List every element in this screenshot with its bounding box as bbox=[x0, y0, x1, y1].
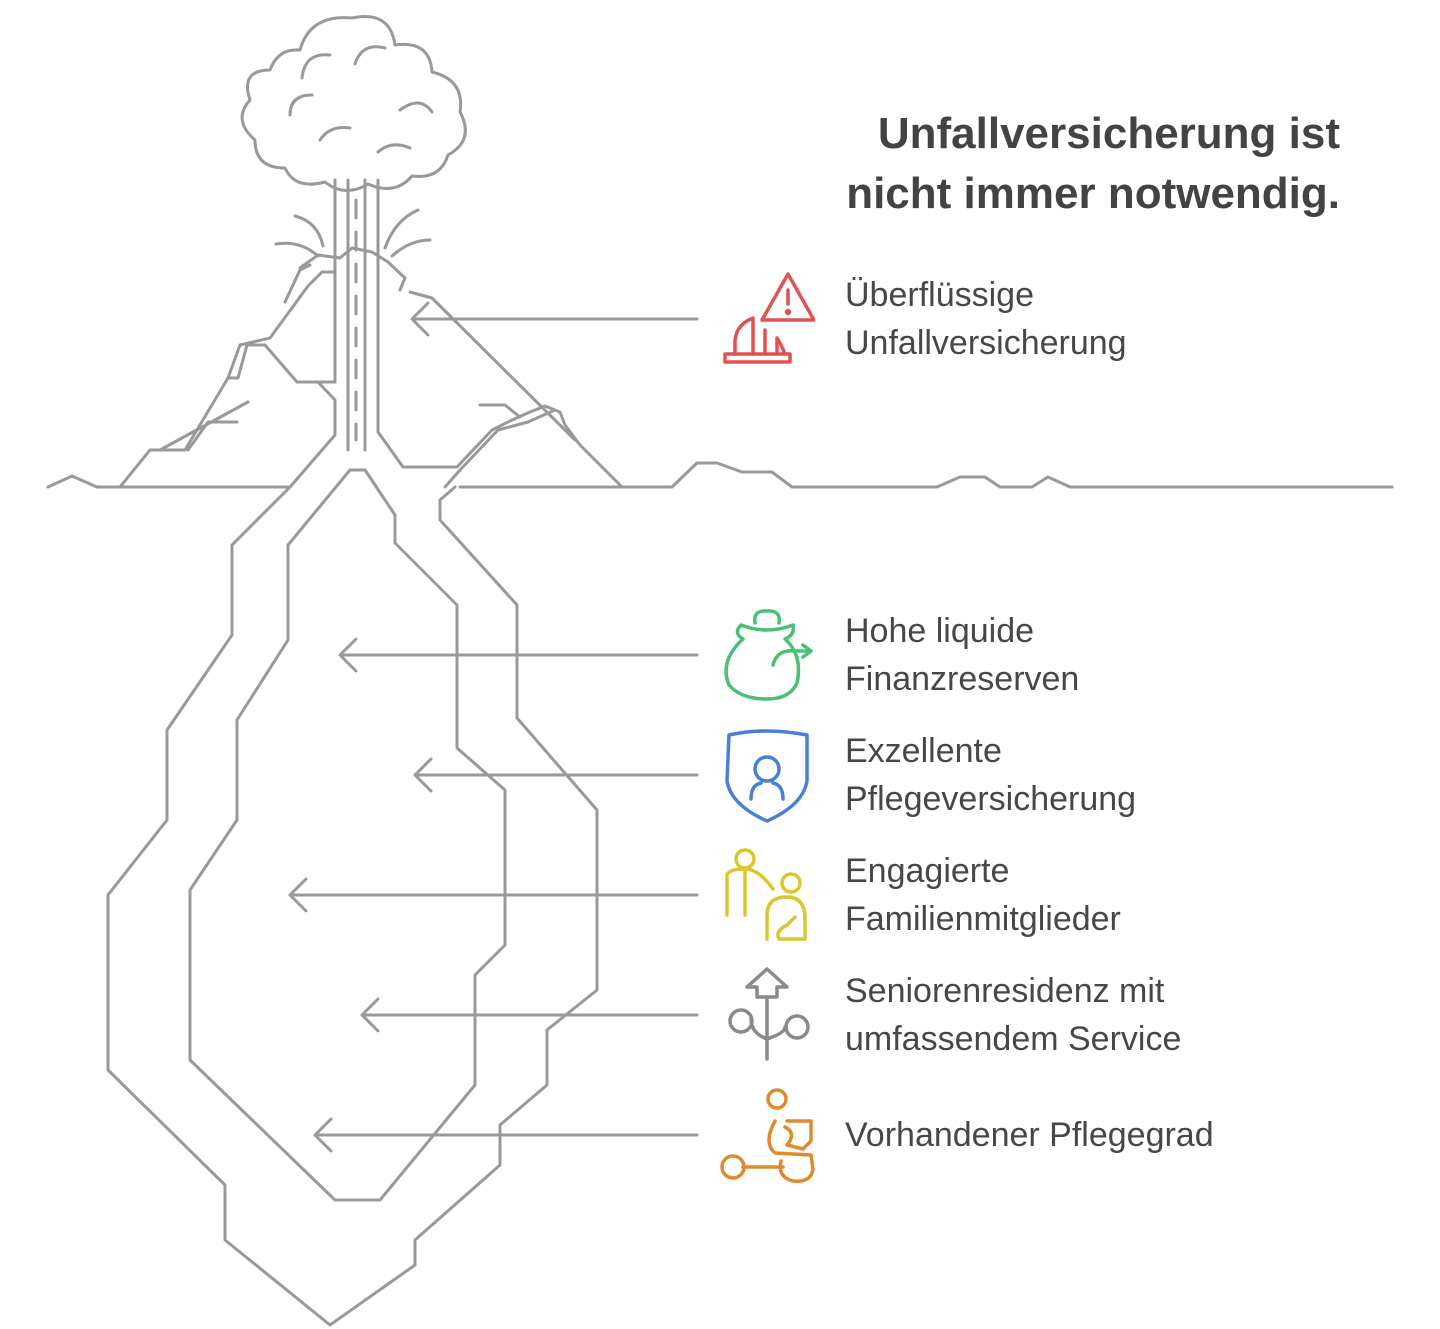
iceberg-inner bbox=[188, 468, 507, 1202]
label-finanzreserven: Hohe liquide Finanzreserven bbox=[845, 607, 1079, 703]
title-line-1: Unfallversicherung ist bbox=[877, 109, 1340, 158]
item-2-line-1: Hohe liquide bbox=[845, 612, 1035, 650]
iceberg-outer bbox=[106, 485, 599, 1327]
volcano-right-slope bbox=[376, 270, 624, 489]
page-title: Unfallversicherung ist nicht immer notwe… bbox=[846, 104, 1340, 224]
splash-right bbox=[383, 208, 432, 258]
wheelchair-icon bbox=[720, 1088, 815, 1183]
arrow-2 bbox=[338, 637, 699, 673]
label-pflegeversicherung: Exzellente Pflegeversicherung bbox=[845, 727, 1136, 823]
volcano-left-slope bbox=[118, 343, 337, 489]
label-pflegegrad: Vorhandener Pflegegrad bbox=[845, 1111, 1214, 1159]
arrows bbox=[288, 301, 699, 1153]
title-line-2: nicht immer notwendig. bbox=[846, 169, 1340, 218]
lava-vent bbox=[333, 178, 380, 452]
volcano-right-mini-slope bbox=[443, 408, 557, 489]
label-familienmitglieder: Engagierte Familienmitglieder bbox=[845, 847, 1121, 943]
smoke-inner bbox=[288, 45, 434, 154]
home-branches-icon bbox=[728, 967, 810, 1061]
arrow-3 bbox=[413, 757, 699, 793]
item-2-line-2: Finanzreserven bbox=[845, 660, 1080, 698]
warning-building-icon bbox=[723, 272, 815, 364]
item-4-line-1: Engagierte bbox=[845, 852, 1010, 890]
family-care-icon bbox=[725, 848, 807, 941]
item-1-line-1: Überflüssige bbox=[845, 276, 1034, 314]
splash-left bbox=[274, 214, 325, 258]
arrow-1 bbox=[410, 301, 699, 337]
label-unfallversicherung: Überflüssige Unfallversicherung bbox=[845, 271, 1127, 367]
vent-cap bbox=[298, 246, 407, 292]
smoke-cloud bbox=[240, 15, 467, 192]
ground-line bbox=[46, 461, 1394, 489]
item-3-line-1: Exzellente bbox=[845, 732, 1002, 770]
item-3-line-2: Pflegeversicherung bbox=[845, 780, 1137, 818]
item-4-line-2: Familienmitglieder bbox=[845, 900, 1121, 938]
label-seniorenresidenz: Seniorenresidenz mit umfassendem Service bbox=[845, 967, 1181, 1063]
arrow-4 bbox=[288, 877, 699, 913]
arrow-5 bbox=[360, 997, 699, 1033]
arrow-6 bbox=[313, 1117, 699, 1153]
item-5-line-2: umfassendem Service bbox=[845, 1020, 1182, 1058]
money-bag-icon bbox=[724, 609, 813, 701]
item-1-line-2: Unfallversicherung bbox=[845, 324, 1127, 362]
shield-person-icon bbox=[725, 729, 809, 823]
volcano-cone bbox=[226, 263, 337, 384]
volcano-left-ridge bbox=[158, 400, 250, 452]
item-5-line-1: Seniorenresidenz mit bbox=[845, 972, 1165, 1010]
item-6-line-1: Vorhandener Pflegegrad bbox=[845, 1116, 1214, 1154]
